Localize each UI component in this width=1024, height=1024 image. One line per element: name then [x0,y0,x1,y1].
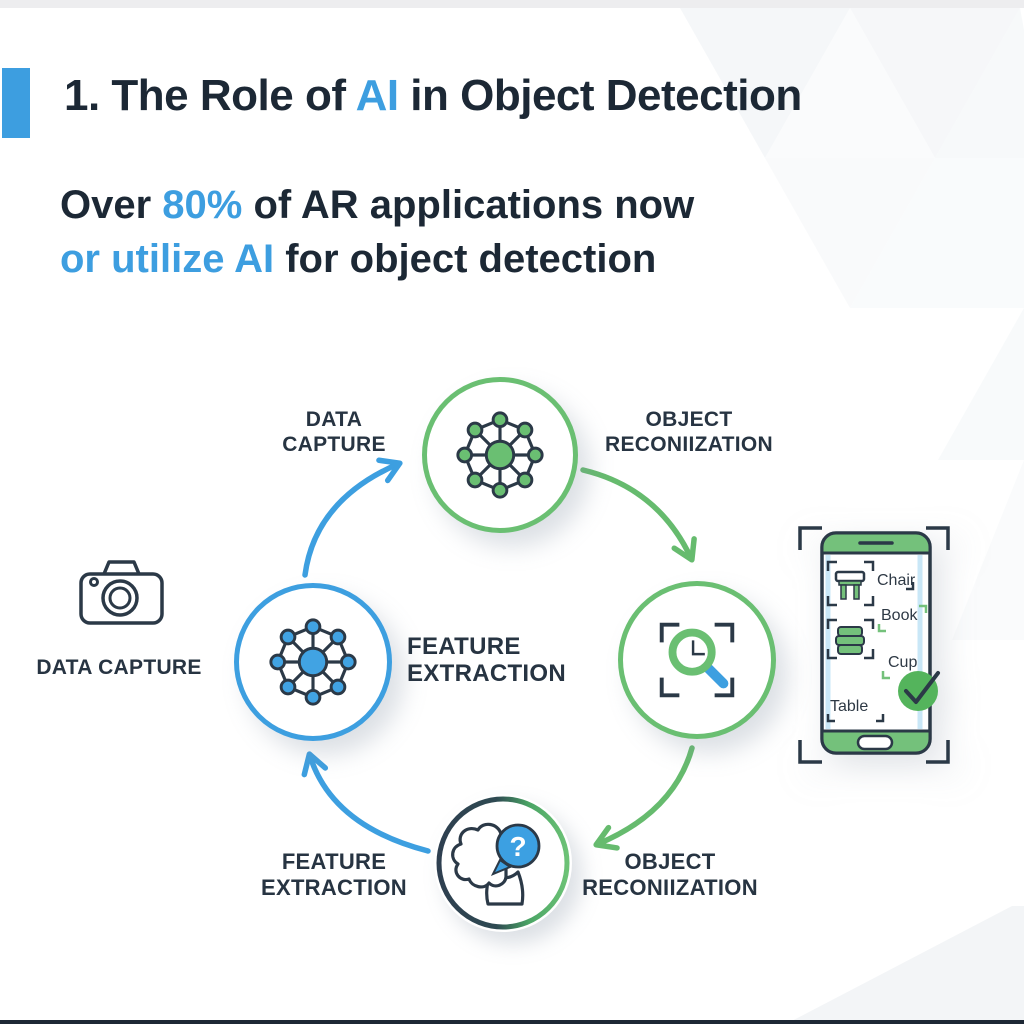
title-highlight-ai: AI [355,71,400,120]
detection-label-cup: Cup [888,654,917,671]
book-stack-icon [835,626,865,655]
corner-mark [876,714,885,723]
statistic-line-2: or utilize AI for object detection [60,232,694,286]
corner-mark [919,604,928,613]
node-circle-bottom: ? [434,794,572,932]
node-circle-top [422,377,578,533]
neural-network-icon [269,618,357,706]
detection-box-chair [826,560,875,607]
arrow-top-to-right [580,467,697,563]
label-line: DATA CAPTURE [36,656,202,679]
stage-label-object-recognition-bottom: OBJECT RECONIIZATION [560,849,780,901]
label-line: EXTRACTION [407,660,566,687]
corner-mark [906,582,915,591]
label-line: RECONIIZATION [582,875,758,900]
arrow-bottom-to-left [301,751,431,854]
label-line: FEATURE [281,849,387,874]
screen-edge [917,555,923,729]
neural-network-icon [456,411,544,499]
arrow-left-to-top [302,457,403,578]
title-prefix: 1. The Role of [64,71,356,120]
smartphone-detection-figure: Chair Book Cup Table [788,515,960,782]
corner-mark [877,624,886,633]
statistic-line-1: Over 80% of AR applications now [60,178,694,232]
stat-text: for object detection [274,237,657,281]
screen-edge [825,555,831,729]
label-line: FEATURE [407,633,521,660]
stage-label-feature-extraction-center: FEATURE EXTRACTION [407,633,627,687]
desk-icon [834,570,866,600]
stat-highlight-utilize-ai: or utilize AI [60,237,275,281]
stage-label-feature-extraction-bottom: FEATURE EXTRACTION [234,849,434,901]
arrow-right-to-bottom [593,745,695,851]
detection-label-book: Book [881,607,918,624]
label-line: DATA [305,408,363,431]
stat-highlight-80: 80% [162,183,243,227]
page-title: 1. The Role of AI in Object Detection [64,72,802,120]
detection-magnifier-icon [659,622,735,698]
detection-label-table: Table [830,698,868,715]
title-suffix: in Object Detection [398,71,802,120]
detection-label-chair: Chair [877,572,916,589]
question-mark-glyph: ? [509,831,526,862]
camera-figure [78,556,166,633]
stat-text: Over [60,183,163,227]
detection-box-books [826,618,875,660]
camera-icon [79,560,164,625]
label-line: RECONIIZATION [604,433,773,456]
stage-label-object-recognition-top: OBJECT RECONIIZATION [586,407,792,457]
node-circle-left [234,583,392,741]
node-circle-right [618,581,776,739]
top-edge-strip [0,0,1024,8]
phone-home-button [856,734,894,751]
stage-label-data-capture-camera: DATA CAPTURE [19,656,219,680]
stage-label-data-capture: DATA CAPTURE [234,407,434,457]
bottom-edge-strip [0,1020,1024,1024]
statistic-text: Over 80% of AR applications now or utili… [60,178,694,286]
checkmark-circle [898,671,938,711]
label-line: OBJECT [645,408,733,431]
label-line: EXTRACTION [261,875,407,900]
brain-question-icon: ? [436,796,570,930]
corner-mark [826,714,835,723]
label-line: CAPTURE [282,433,386,456]
corner-mark [881,671,890,680]
smartphone-detection-icon: Chair Book Cup Table [798,526,950,764]
label-line: OBJECT [624,849,716,874]
checkmark-icon [904,671,940,704]
stat-text: of AR applications now [242,183,695,227]
outer-frame-brackets [798,526,950,764]
title-accent-bar [2,68,30,138]
